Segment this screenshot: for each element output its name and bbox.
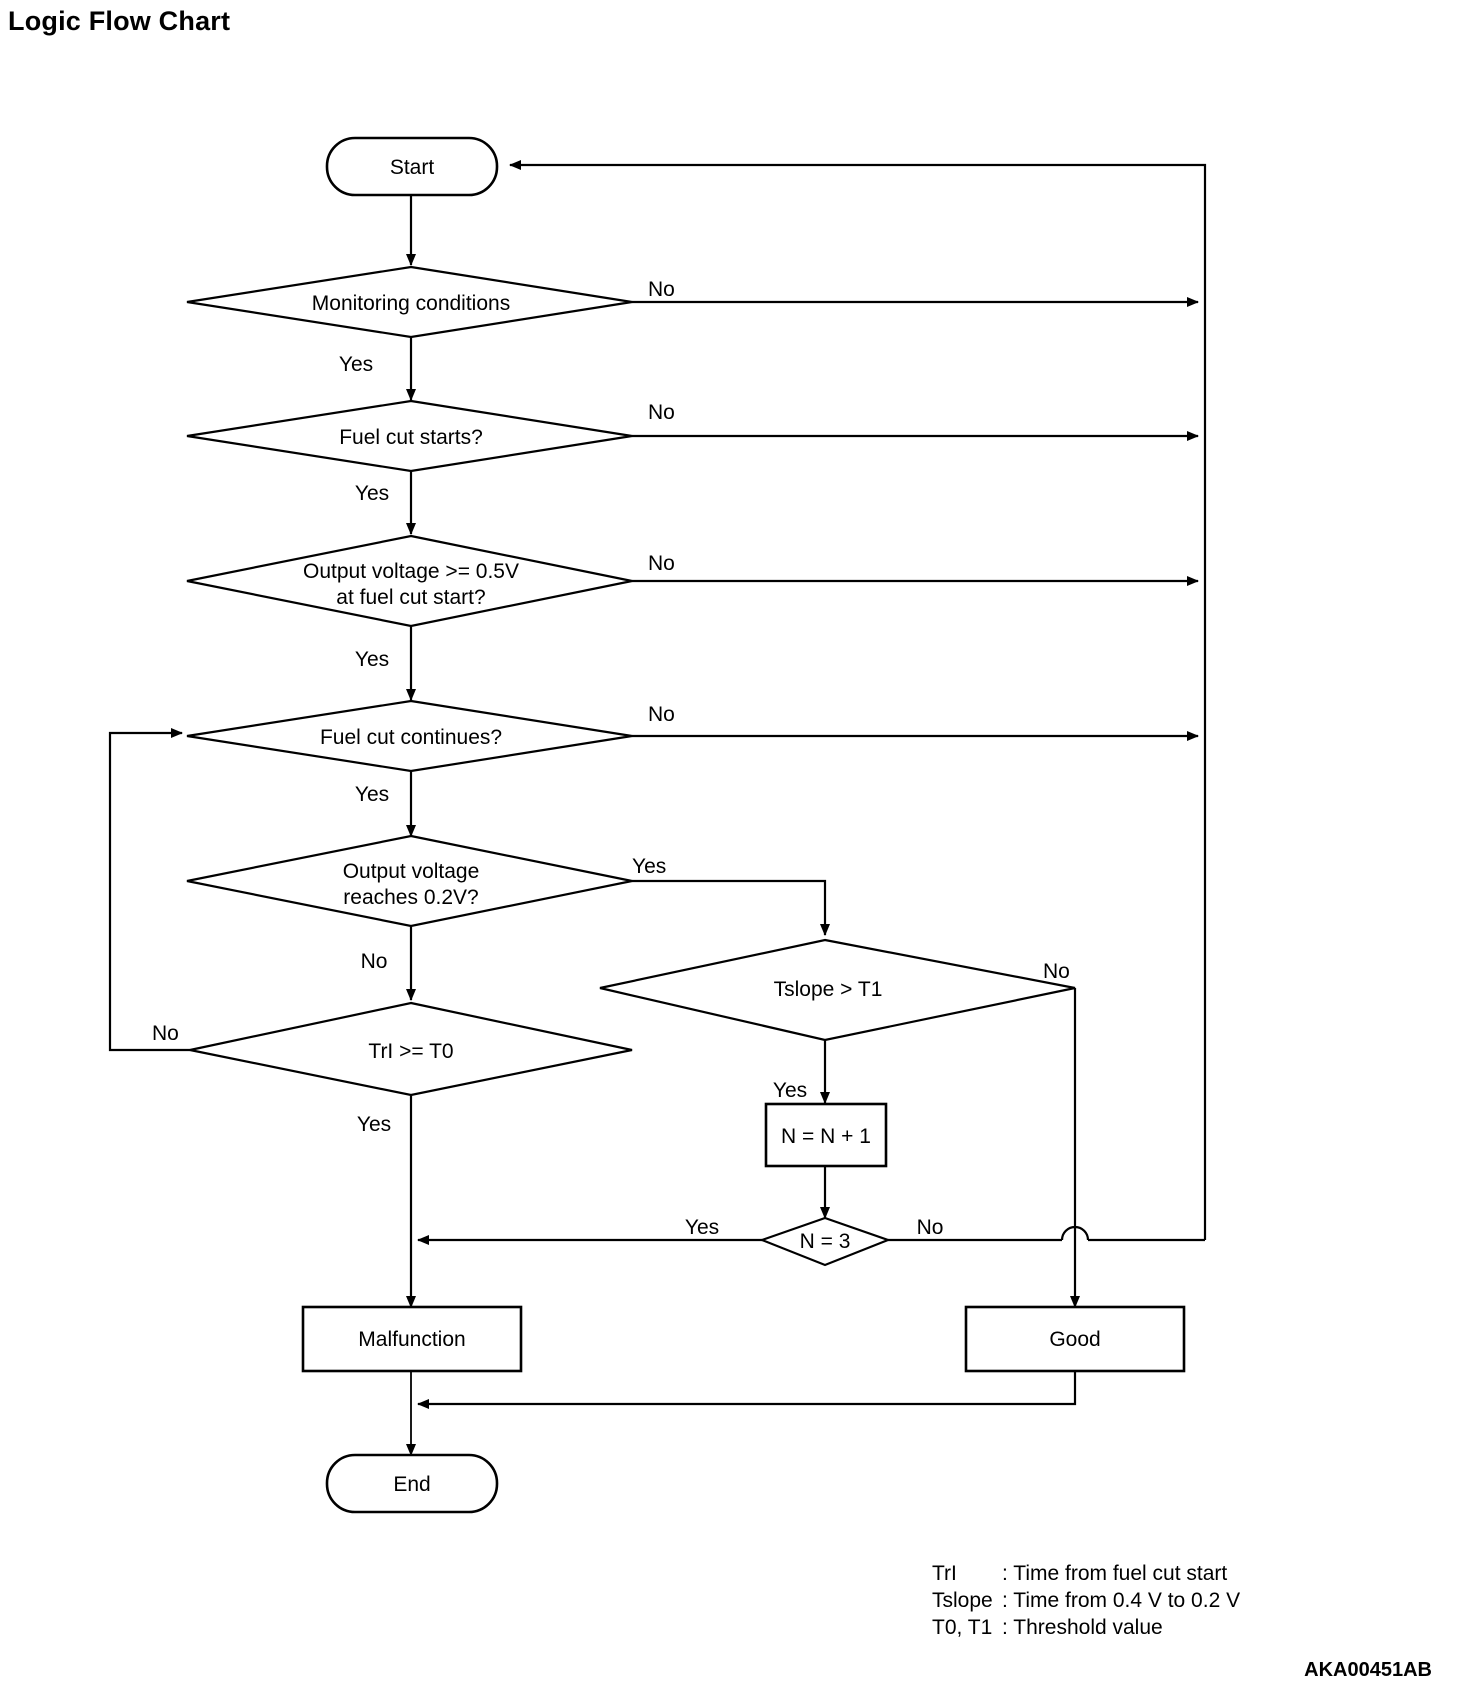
edge-good-to-end-column — [417, 1371, 1077, 1409]
page-title: Logic Flow Chart — [8, 6, 231, 36]
node-d6-decision — [189, 1001, 633, 1097]
legend-line2-desc: : Time from 0.4 V to 0.2 V — [1002, 1589, 1240, 1612]
node-p1-process — [764, 1102, 888, 1168]
corner-code: AKA00451AB — [1304, 1659, 1432, 1681]
node-d8-decision — [758, 1216, 892, 1267]
node-p1-label: N = N + 1 — [781, 1125, 871, 1148]
node-good-process — [964, 1305, 1186, 1373]
legend-line2-key: Tslope — [932, 1589, 993, 1612]
node-d1-label: Monitoring conditions — [312, 292, 510, 315]
node-d3-decision — [186, 534, 633, 628]
node-d6-label: TrI >= T0 — [368, 1040, 453, 1063]
legend-line3-key: T0, T1 — [932, 1616, 992, 1639]
legend-line1-desc: : Time from fuel cut start — [1002, 1562, 1227, 1585]
edge-label-d6-no: No — [152, 1022, 179, 1045]
node-d5-label-line1: Output voltage — [343, 860, 480, 883]
edge-label-d8-no: No — [917, 1216, 944, 1239]
edge-label-d7-no: No — [1043, 960, 1070, 983]
edge-right-return-bus — [509, 160, 1207, 1240]
edge-label-d3-yes: Yes — [355, 648, 389, 671]
edge-label-d7-yes: Yes — [773, 1079, 807, 1102]
edge-label-d5-no: No — [361, 950, 388, 973]
node-malfunction-process — [301, 1305, 523, 1373]
edge-label-d8-yes: Yes — [685, 1216, 719, 1239]
node-start — [325, 136, 499, 197]
node-good-label: Good — [1049, 1328, 1100, 1351]
edge-label-d5-yes: Yes — [632, 855, 666, 878]
node-d5-decision — [186, 834, 633, 928]
edge-label-d6-yes: Yes — [357, 1113, 391, 1136]
edge-label-d1-yes: Yes — [339, 353, 373, 376]
edge-label-d4-no: No — [648, 703, 675, 726]
edge-label-d2-yes: Yes — [355, 482, 389, 505]
edge-label-d1-no: No — [648, 278, 675, 301]
node-start-label: Start — [390, 156, 435, 179]
node-malfunction-label: Malfunction — [358, 1328, 465, 1351]
node-end-label: End — [393, 1473, 430, 1496]
legend-line3-desc: : Threshold value — [1002, 1616, 1163, 1639]
node-d3-label-line1: Output voltage >= 0.5V — [303, 560, 519, 583]
node-d7-decision — [599, 938, 1076, 1042]
edge-d6-no-loop-to-d4 — [108, 728, 190, 1052]
edge-label-d3-no: No — [648, 552, 675, 575]
legend-line1-key: TrI — [932, 1562, 957, 1585]
edge-d5-yes-to-d7 — [632, 879, 830, 936]
node-d3-label-line2: at fuel cut start? — [336, 586, 485, 609]
node-d4-decision — [186, 699, 633, 773]
node-d8-label: N = 3 — [800, 1230, 851, 1253]
edge-label-d2-no: No — [648, 401, 675, 424]
node-d2-label: Fuel cut starts? — [339, 426, 483, 449]
edge-label-d4-yes: Yes — [355, 783, 389, 806]
node-d4-label: Fuel cut continues? — [320, 726, 502, 749]
node-d7-label: Tslope > T1 — [774, 978, 883, 1001]
node-end — [325, 1453, 499, 1514]
node-d5-label-line2: reaches 0.2V? — [343, 886, 478, 909]
node-d2-decision — [186, 399, 633, 473]
node-d1-decision — [186, 265, 633, 339]
